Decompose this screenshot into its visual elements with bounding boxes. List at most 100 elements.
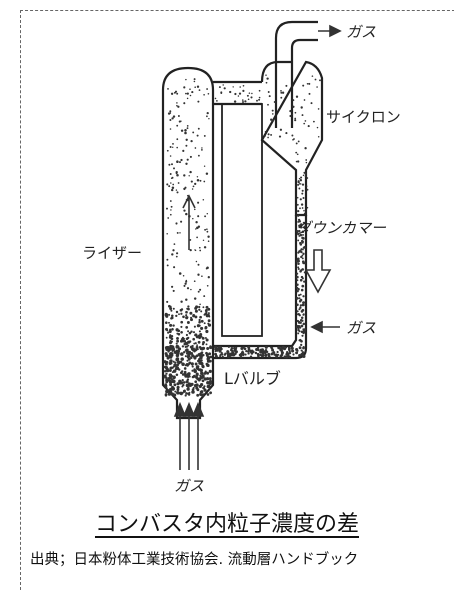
particle-dot — [256, 353, 260, 357]
particle-dot — [280, 90, 282, 92]
particle-dot — [301, 183, 305, 186]
particle-dot — [197, 201, 200, 204]
particle-dot — [183, 86, 186, 89]
particle-dot — [169, 354, 173, 358]
particle-dot — [311, 75, 314, 77]
particle-dot — [302, 354, 306, 358]
particle-dot — [297, 183, 300, 186]
particle-dot — [185, 314, 188, 317]
particle-dot — [207, 319, 211, 323]
particle-dot — [289, 109, 292, 113]
particle-dot — [168, 313, 171, 316]
particle-dot — [204, 337, 207, 339]
particle-dot — [303, 280, 306, 283]
particle-dot — [187, 392, 190, 395]
particle-dot — [204, 326, 208, 329]
particle-dot — [164, 393, 168, 396]
particle-dot — [164, 386, 168, 389]
particle-dot — [169, 307, 173, 310]
particle-dot — [197, 263, 200, 266]
particle-dot — [295, 95, 299, 98]
particle-dot — [192, 347, 195, 350]
particle-dot — [254, 351, 258, 355]
particle-dot — [295, 297, 299, 300]
particle-dot — [297, 218, 301, 222]
particle-dot — [193, 280, 196, 283]
particle-dot — [170, 309, 173, 312]
particle-dot — [273, 353, 276, 356]
particle-dot — [201, 394, 204, 397]
particle-dot — [188, 331, 192, 335]
particle-dot — [301, 268, 305, 271]
particle-dot — [209, 355, 213, 359]
particle-dot — [297, 266, 300, 269]
particle-dot — [170, 182, 172, 184]
particle-dot — [189, 94, 192, 97]
particle-dot — [194, 334, 197, 337]
particle-dot — [302, 261, 305, 265]
downcomer-label: ダウンカマー — [296, 219, 387, 237]
particle-dot — [169, 128, 172, 130]
particle-dot — [195, 305, 199, 309]
particle-dot — [300, 239, 304, 243]
particle-dot — [184, 364, 187, 367]
particle-dot — [188, 175, 190, 177]
particle-dot — [305, 159, 308, 161]
particle-dot — [207, 364, 210, 367]
particle-dot — [206, 284, 209, 287]
particle-dot — [302, 221, 305, 224]
particle-dot — [190, 356, 193, 359]
particle-dot — [206, 111, 209, 115]
particle-dot — [207, 276, 210, 279]
particle-dot — [296, 203, 299, 206]
particle-dot — [221, 355, 224, 358]
particle-dot — [168, 329, 172, 334]
particle-dot — [264, 135, 266, 137]
particle-dot — [177, 182, 180, 184]
particle-dot — [296, 257, 300, 261]
particle-dot — [183, 389, 186, 392]
particle-dot — [171, 188, 174, 192]
particle-dot — [299, 326, 302, 329]
particle-dot — [179, 360, 183, 364]
particle-dot — [208, 117, 210, 120]
particle-dot — [206, 115, 208, 118]
particle-dot — [300, 176, 303, 179]
particle-dot — [196, 178, 200, 182]
particle-dot — [205, 343, 208, 346]
particle-dot — [291, 349, 295, 353]
particle-dot — [296, 283, 299, 287]
cyclone-outlet-pipe — [274, 20, 318, 128]
particle-dot — [262, 354, 265, 357]
particle-dot — [298, 346, 302, 350]
particle-dot — [233, 100, 237, 103]
particle-dot — [181, 385, 184, 388]
particle-dot — [197, 154, 200, 157]
particle-dot — [176, 138, 179, 141]
particle-dot — [197, 100, 200, 103]
particle-dot — [296, 272, 299, 275]
particle-dot — [170, 316, 174, 320]
particle-dot — [208, 379, 213, 383]
particle-dot — [176, 332, 179, 335]
particle-dot — [183, 342, 187, 346]
particle-dot — [244, 353, 247, 356]
particle-dot — [303, 209, 305, 212]
particle-dot — [317, 108, 320, 110]
particle-dot — [301, 277, 304, 280]
particle-dot — [165, 321, 168, 324]
particle-dot — [229, 90, 232, 94]
inner-gap — [221, 103, 263, 337]
particle-dot — [258, 89, 261, 92]
particle-dot — [200, 375, 203, 378]
particle-dot — [167, 331, 170, 334]
particle-dot — [195, 221, 198, 224]
particle-dot — [259, 350, 263, 354]
particle-dot — [214, 97, 217, 100]
particle-dot — [192, 314, 196, 317]
particle-dot — [298, 299, 302, 303]
particle-dot — [285, 84, 288, 87]
particle-dot — [171, 117, 174, 120]
particle-dot — [242, 84, 245, 87]
particle-dot — [303, 328, 307, 331]
